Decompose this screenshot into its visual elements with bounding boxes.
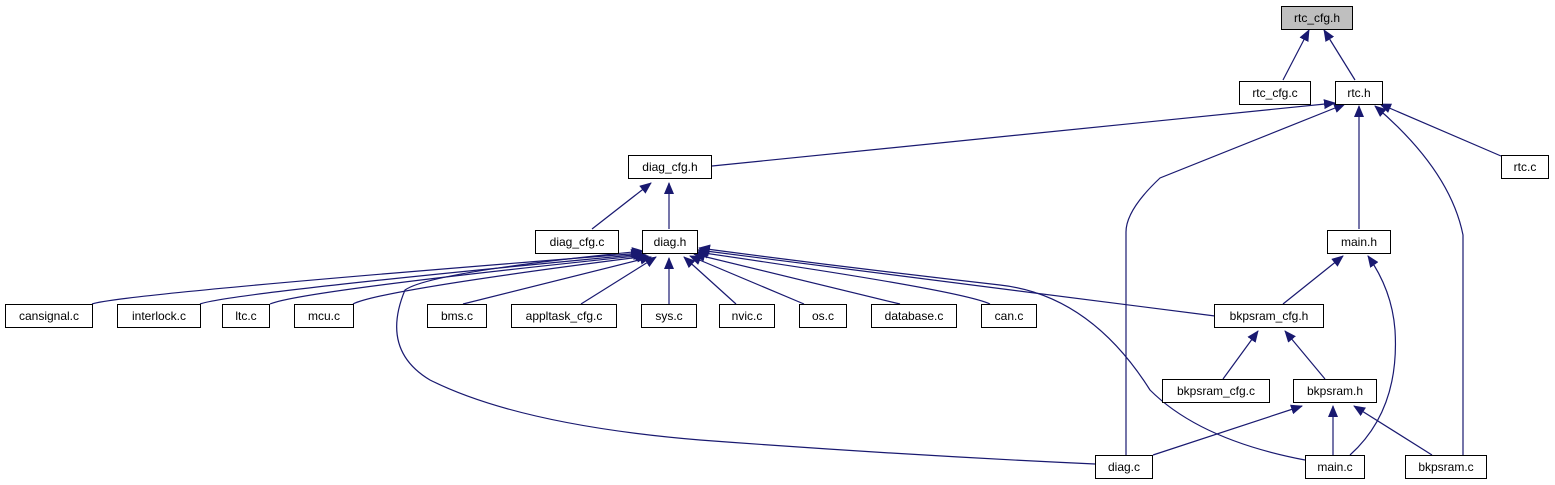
node-bms-c[interactable]: bms.c xyxy=(427,304,487,328)
edge-bkpsram-c-to-rtc-h xyxy=(1374,105,1464,455)
node-nvic-c[interactable]: nvic.c xyxy=(719,304,775,328)
node-interlock-c[interactable]: interlock.c xyxy=(117,304,201,328)
node-main-c[interactable]: main.c xyxy=(1305,455,1365,479)
edge-ltc-c-to-diag-h xyxy=(269,251,647,305)
node-ltc-c[interactable]: ltc.c xyxy=(222,304,270,328)
edge-appltask-cfg-c-to-diag-h xyxy=(580,256,657,305)
edge-bkpsram-cfg-h-to-main-h xyxy=(1282,255,1344,305)
node-bkpsram-h[interactable]: bkpsram.h xyxy=(1293,379,1377,403)
edge-rtc-c-to-rtc-h xyxy=(1379,103,1502,157)
edge-diag-cfg-h-to-rtc-h xyxy=(711,99,1336,167)
edge-os-c-to-diag-h xyxy=(689,255,805,305)
edge-rtc-h-to-rtc-cfg-h xyxy=(1323,29,1356,81)
edge-interlock-c-to-diag-h xyxy=(199,250,645,305)
node-rtc-h[interactable]: rtc.h xyxy=(1335,81,1383,105)
node-sys-c[interactable]: sys.c xyxy=(641,304,697,328)
node-diag-cfg-h[interactable]: diag_cfg.h xyxy=(628,155,712,179)
edge-diag-c-to-bkpsram-h xyxy=(1152,404,1303,456)
edge-rtc-cfg-c-to-rtc-cfg-h xyxy=(1282,29,1310,81)
edge-cansignal-c-to-diag-h xyxy=(91,248,643,305)
node-bkpsram-cfg-c[interactable]: bkpsram_cfg.c xyxy=(1162,379,1270,403)
edge-bkpsram-cfg-c-to-bkpsram-cfg-h xyxy=(1222,330,1259,380)
node-database-c[interactable]: database.c xyxy=(871,304,957,328)
node-appltask-cfg-c[interactable]: appltask_cfg.c xyxy=(511,304,617,328)
edge-main-c-to-diag-h xyxy=(698,244,1306,461)
node-rtc-c[interactable]: rtc.c xyxy=(1501,155,1549,179)
edge-can-c-to-diag-h xyxy=(696,248,991,305)
edge-bms-c-to-diag-h xyxy=(462,254,652,305)
node-can-c[interactable]: can.c xyxy=(981,304,1037,328)
edge-main-c-to-main-h xyxy=(1349,255,1397,456)
node-rtc-cfg-c[interactable]: rtc_cfg.c xyxy=(1239,81,1311,105)
node-bkpsram-cfg-h[interactable]: bkpsram_cfg.h xyxy=(1214,304,1324,328)
edge-diag-cfg-c-to-diag-cfg-h xyxy=(591,182,652,230)
node-diag-cfg-c[interactable]: diag_cfg.c xyxy=(535,230,619,254)
edge-bkpsram-c-to-bkpsram-h xyxy=(1353,405,1433,456)
node-main-h[interactable]: main.h xyxy=(1327,230,1391,254)
edge-mcu-c-to-diag-h xyxy=(352,252,649,305)
node-rtc-cfg-h[interactable]: rtc_cfg.h xyxy=(1281,6,1353,30)
edge-diag-c-to-diag-h xyxy=(396,247,1096,465)
edge-bkpsram-cfg-h-to-diag-h xyxy=(697,246,1216,317)
node-diag-c[interactable]: diag.c xyxy=(1095,455,1153,479)
edge-bkpsram-h-to-bkpsram-cfg-h xyxy=(1284,330,1326,380)
edge-diag-c-to-rtc-h xyxy=(1125,103,1346,455)
node-os-c[interactable]: os.c xyxy=(799,304,847,328)
edge-database-c-to-diag-h xyxy=(693,251,901,305)
node-cansignal-c[interactable]: cansignal.c xyxy=(5,304,93,328)
node-bkpsram-c[interactable]: bkpsram.c xyxy=(1405,455,1487,479)
node-mcu-c[interactable]: mcu.c xyxy=(294,304,354,328)
node-diag-h[interactable]: diag.h xyxy=(642,230,698,254)
